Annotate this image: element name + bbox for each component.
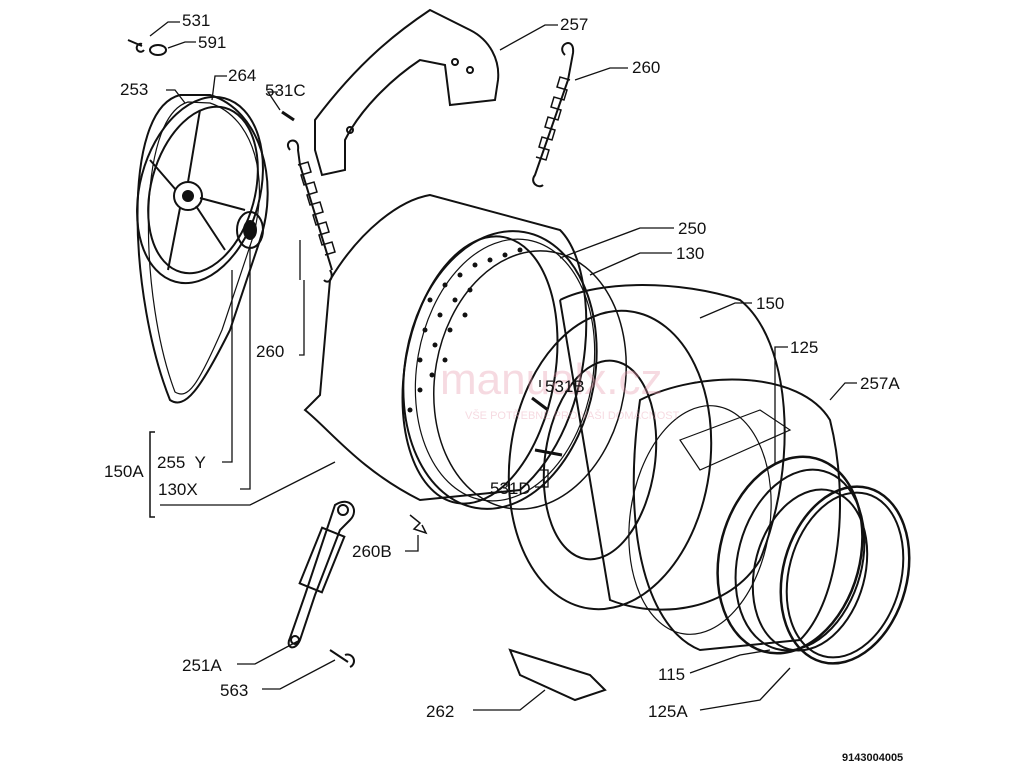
label-130: 130 [676, 244, 705, 263]
bracket [508, 648, 607, 702]
label-130x: 130X [158, 480, 198, 499]
belt [136, 94, 269, 404]
pulley [136, 95, 264, 285]
label-264: 264 [228, 66, 257, 85]
label-150a: 150A [104, 462, 144, 481]
label-257: 257 [560, 15, 589, 34]
label-250: 250 [678, 219, 707, 238]
drawing-code: 9143004005 [842, 752, 904, 764]
watermark-tagline: VŠE POTŘEBNÉ PRO VAŠI DOMÁCNOST [465, 410, 680, 422]
label-115: 115 [658, 665, 686, 684]
label-150: 150 [756, 294, 785, 313]
drum-perforations [407, 247, 523, 413]
label-125: 125 [790, 338, 819, 357]
counterweight [314, 8, 500, 177]
label-563: 563 [220, 681, 249, 700]
label-531d: 531D [490, 479, 531, 498]
watermark-brand: manualx.cz [440, 355, 663, 404]
label-253: 253 [120, 80, 149, 99]
label-531: 531 [182, 11, 211, 30]
label-260-left: 260 [256, 342, 285, 361]
label-251a: 251A [182, 656, 222, 675]
label-531b: 531B [545, 377, 585, 396]
label-531c: 531C [265, 81, 306, 100]
label-260-right: 260 [632, 58, 661, 77]
label-255y: 255 Y [157, 453, 206, 472]
label-257a: 257A [860, 374, 900, 393]
label-125a: 125A [648, 702, 688, 721]
label-260b: 260B [352, 542, 392, 561]
shock-absorber [287, 500, 355, 649]
leader-lines [149, 21, 857, 711]
front-tub [559, 284, 786, 611]
label-262: 262 [426, 702, 455, 721]
label-591: 591 [198, 33, 227, 52]
